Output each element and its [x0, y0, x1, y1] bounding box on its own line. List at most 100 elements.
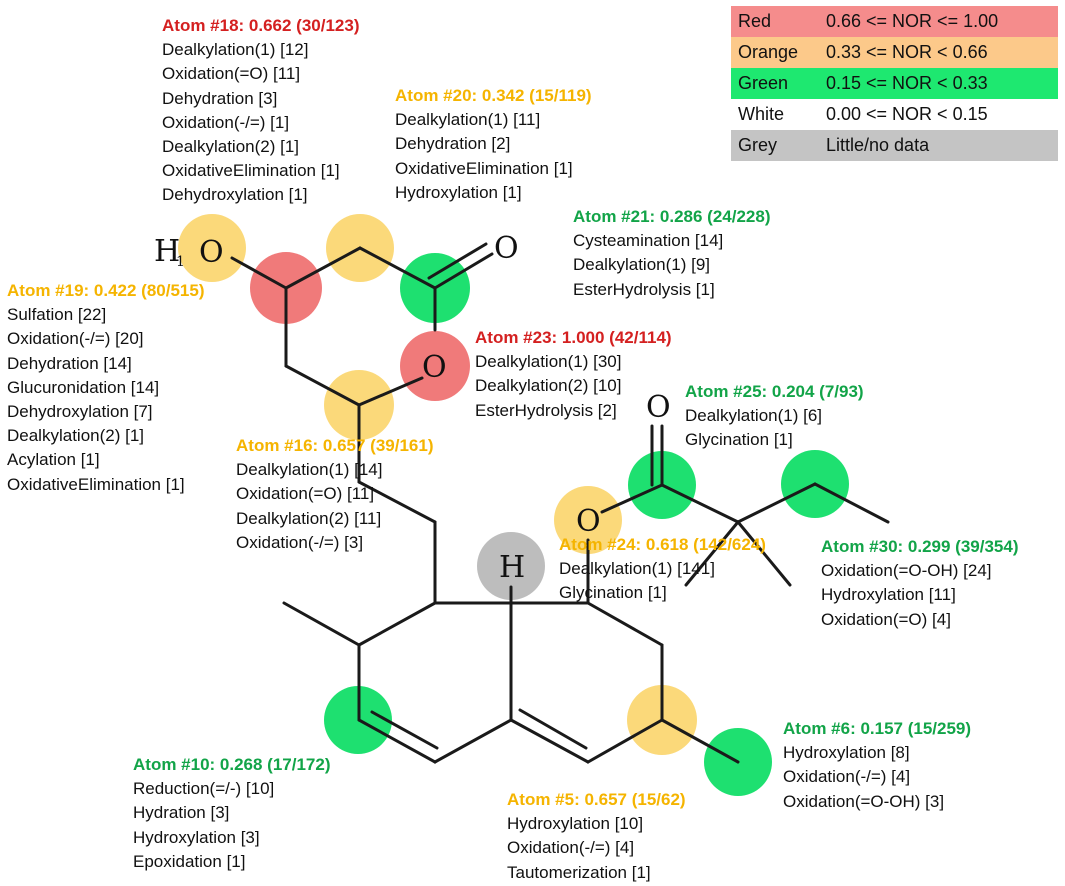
annotation-item: Sulfation [22] — [7, 305, 107, 325]
annotation-item: EsterHydrolysis [2] — [475, 400, 617, 420]
legend-range: 0.15 <= NOR < 0.33 — [826, 73, 988, 93]
annotation-item: Dealkylation(1) [30] — [475, 352, 622, 372]
highlight-h-grey — [477, 532, 545, 600]
annotation-title: Atom #19: 0.422 (80/515) — [7, 281, 205, 300]
annotation-item: Dealkylation(1) [141] — [559, 559, 715, 579]
annotation-item: Dealkylation(1) [14] — [236, 460, 383, 480]
annotation-item: Dehydroxylation [1] — [162, 185, 308, 205]
annotation-title: Atom #6: 0.157 (15/259) — [783, 719, 972, 738]
legend-name: White — [738, 104, 785, 124]
annotation-item: Dealkylation(2) [1] — [7, 426, 145, 446]
atom-label-o-ester: O — [576, 504, 601, 539]
atom-label-o-carbonyl: O — [646, 390, 671, 425]
annotation-title: Atom #18: 0.662 (30/123) — [162, 16, 360, 35]
bonds — [230, 242, 890, 764]
annotation-item: Dealkylation(1) [6] — [685, 406, 823, 426]
annotation-item: Oxidation(-/=) [20] — [7, 329, 144, 349]
atom-label-o-ring: O — [422, 350, 447, 385]
annotation-item: Dealkylation(2) [1] — [162, 137, 300, 157]
annotation-item: Hydroxylation [1] — [395, 182, 522, 202]
annotation-item: Oxidation(=O) [11] — [236, 484, 375, 504]
annotation-item: Glycination [1] — [685, 430, 793, 450]
highlight-atom23 — [400, 331, 470, 401]
annotation-atom24: Atom #24: 0.618 (142/624) Dealkylation(1… — [559, 533, 766, 606]
annotation-item: Oxidation(-/=) [4] — [783, 767, 911, 787]
legend-name: Orange — [738, 42, 799, 62]
annotation-item: Hydroxylation [11] — [821, 585, 956, 605]
highlight-atom24 — [554, 486, 622, 554]
annotation-item: Dealkylation(1) [11] — [395, 110, 541, 130]
annotation-item: OxidativeElimination [1] — [162, 161, 340, 181]
annotation-item: Reduction(=/-) [10] — [133, 779, 275, 799]
legend-range: 0.66 <= NOR <= 1.00 — [826, 11, 999, 31]
legend-row-grey: Grey Little/no data — [731, 130, 1058, 161]
annotation-item: Hydration [3] — [133, 803, 230, 823]
annotation-item: Hydroxylation [3] — [133, 827, 260, 847]
annotation-atom6: Atom #6: 0.157 (15/259) Hydroxylation [8… — [783, 717, 971, 814]
highlight-atom19 — [178, 214, 246, 282]
atom-label-o-top: O — [199, 235, 224, 270]
legend-name: Red — [738, 11, 772, 31]
legend-range: Little/no data — [826, 135, 930, 155]
annotation-item: Oxidation(=O-OH) [3] — [783, 791, 945, 811]
annotation-item: Dealkylation(1) [9] — [573, 255, 711, 275]
annotation-atom21: Atom #21: 0.286 (24/228) Cysteamination … — [573, 205, 771, 302]
annotation-item: Acylation [1] — [7, 450, 100, 470]
annotation-item: Tautomerization [1] — [507, 862, 651, 882]
legend-name: Grey — [738, 135, 778, 155]
annotation-item: Glucuronidation [14] — [7, 377, 160, 397]
annotation-item: Oxidation(=O) [11] — [162, 64, 301, 84]
annotation-atom20: Atom #20: 0.342 (15/119) Dealkylation(1)… — [395, 84, 592, 205]
annotation-title: Atom #16: 0.657 (39/161) — [236, 436, 434, 455]
annotation-item: Glycination [1] — [559, 583, 667, 603]
atom-label-o-carbonyl-top: O — [494, 231, 519, 266]
annotation-title: Atom #25: 0.204 (7/93) — [685, 382, 864, 401]
annotation-item: Epoxidation [1] — [133, 851, 246, 871]
annotation-title: Atom #30: 0.299 (39/354) — [821, 537, 1019, 556]
annotation-item: Cysteamination [14] — [573, 231, 724, 251]
legend-row-orange: Orange 0.33 <= NOR < 0.66 — [731, 37, 1058, 68]
legend-range: 0.00 <= NOR < 0.15 — [826, 104, 988, 124]
annotation-item: Oxidation(-/=) [4] — [507, 838, 635, 858]
annotation-atom23: Atom #23: 1.000 (42/114) Dealkylation(1)… — [475, 326, 672, 423]
annotation-item: Dealkylation(2) [10] — [475, 376, 622, 396]
annotation-item: OxidativeElimination [1] — [7, 474, 185, 494]
annotation-item: Dehydroxylation [7] — [7, 402, 153, 422]
annotation-item: OxidativeElimination [1] — [395, 158, 573, 178]
annotation-atom30: Atom #30: 0.299 (39/354) Oxidation(=O-OH… — [821, 535, 1019, 632]
annotation-atom25: Atom #25: 0.204 (7/93) Dealkylation(1) [… — [685, 380, 864, 453]
annotation-item: Dehydration [2] — [395, 134, 511, 154]
annotation-item: Dehydration [14] — [7, 353, 132, 373]
annotation-item: Oxidation(=O) [4] — [821, 609, 951, 629]
annotation-atom16: Atom #16: 0.657 (39/161) Dealkylation(1)… — [236, 434, 434, 555]
annotation-title: Atom #5: 0.657 (15/62) — [507, 790, 686, 809]
annotation-title: Atom #23: 1.000 (42/114) — [475, 328, 672, 347]
annotation-title: Atom #20: 0.342 (15/119) — [395, 86, 592, 105]
atom-label-h1: H — [154, 234, 180, 269]
annotation-item: Hydroxylation [8] — [783, 743, 910, 763]
legend-row-green: Green 0.15 <= NOR < 0.33 — [731, 68, 1058, 99]
annotation-atom5: Atom #5: 0.657 (15/62) Hydroxylation [10… — [507, 788, 686, 885]
annotation-atom18: Atom #18: 0.662 (30/123) Dealkylation(1)… — [162, 14, 360, 208]
annotation-item: Dealkylation(2) [11] — [236, 508, 382, 528]
annotation-title: Atom #10: 0.268 (17/172) — [133, 755, 331, 774]
annotation-atom19: Atom #19: 0.422 (80/515) Sulfation [22] … — [7, 279, 205, 497]
legend-name: Green — [738, 73, 789, 93]
legend-row-red: Red 0.66 <= NOR <= 1.00 — [731, 6, 1058, 37]
annotation-item: EsterHydrolysis [1] — [573, 279, 715, 299]
annotation-item: Oxidation(-/=) [3] — [236, 532, 364, 552]
annotation-atom10: Atom #10: 0.268 (17/172) Reduction(=/-) … — [133, 753, 331, 874]
annotation-item: Hydroxylation [10] — [507, 814, 644, 834]
legend-range: 0.33 <= NOR < 0.66 — [826, 42, 988, 62]
atom-label-h-mid: H — [499, 550, 525, 585]
annotation-title: Atom #24: 0.618 (142/624) — [559, 535, 766, 554]
annotation-item: Oxidation(=O-OH) [24] — [821, 561, 992, 581]
annotation-item: Dealkylation(1) [12] — [162, 40, 309, 60]
annotation-item: Oxidation(-/=) [1] — [162, 112, 290, 132]
annotation-item: Dehydration [3] — [162, 88, 278, 108]
legend-row-white: White 0.00 <= NOR < 0.15 — [731, 99, 1058, 130]
annotation-title: Atom #21: 0.286 (24/228) — [573, 207, 771, 226]
atom-label-h1-sub: 1 — [176, 254, 185, 270]
